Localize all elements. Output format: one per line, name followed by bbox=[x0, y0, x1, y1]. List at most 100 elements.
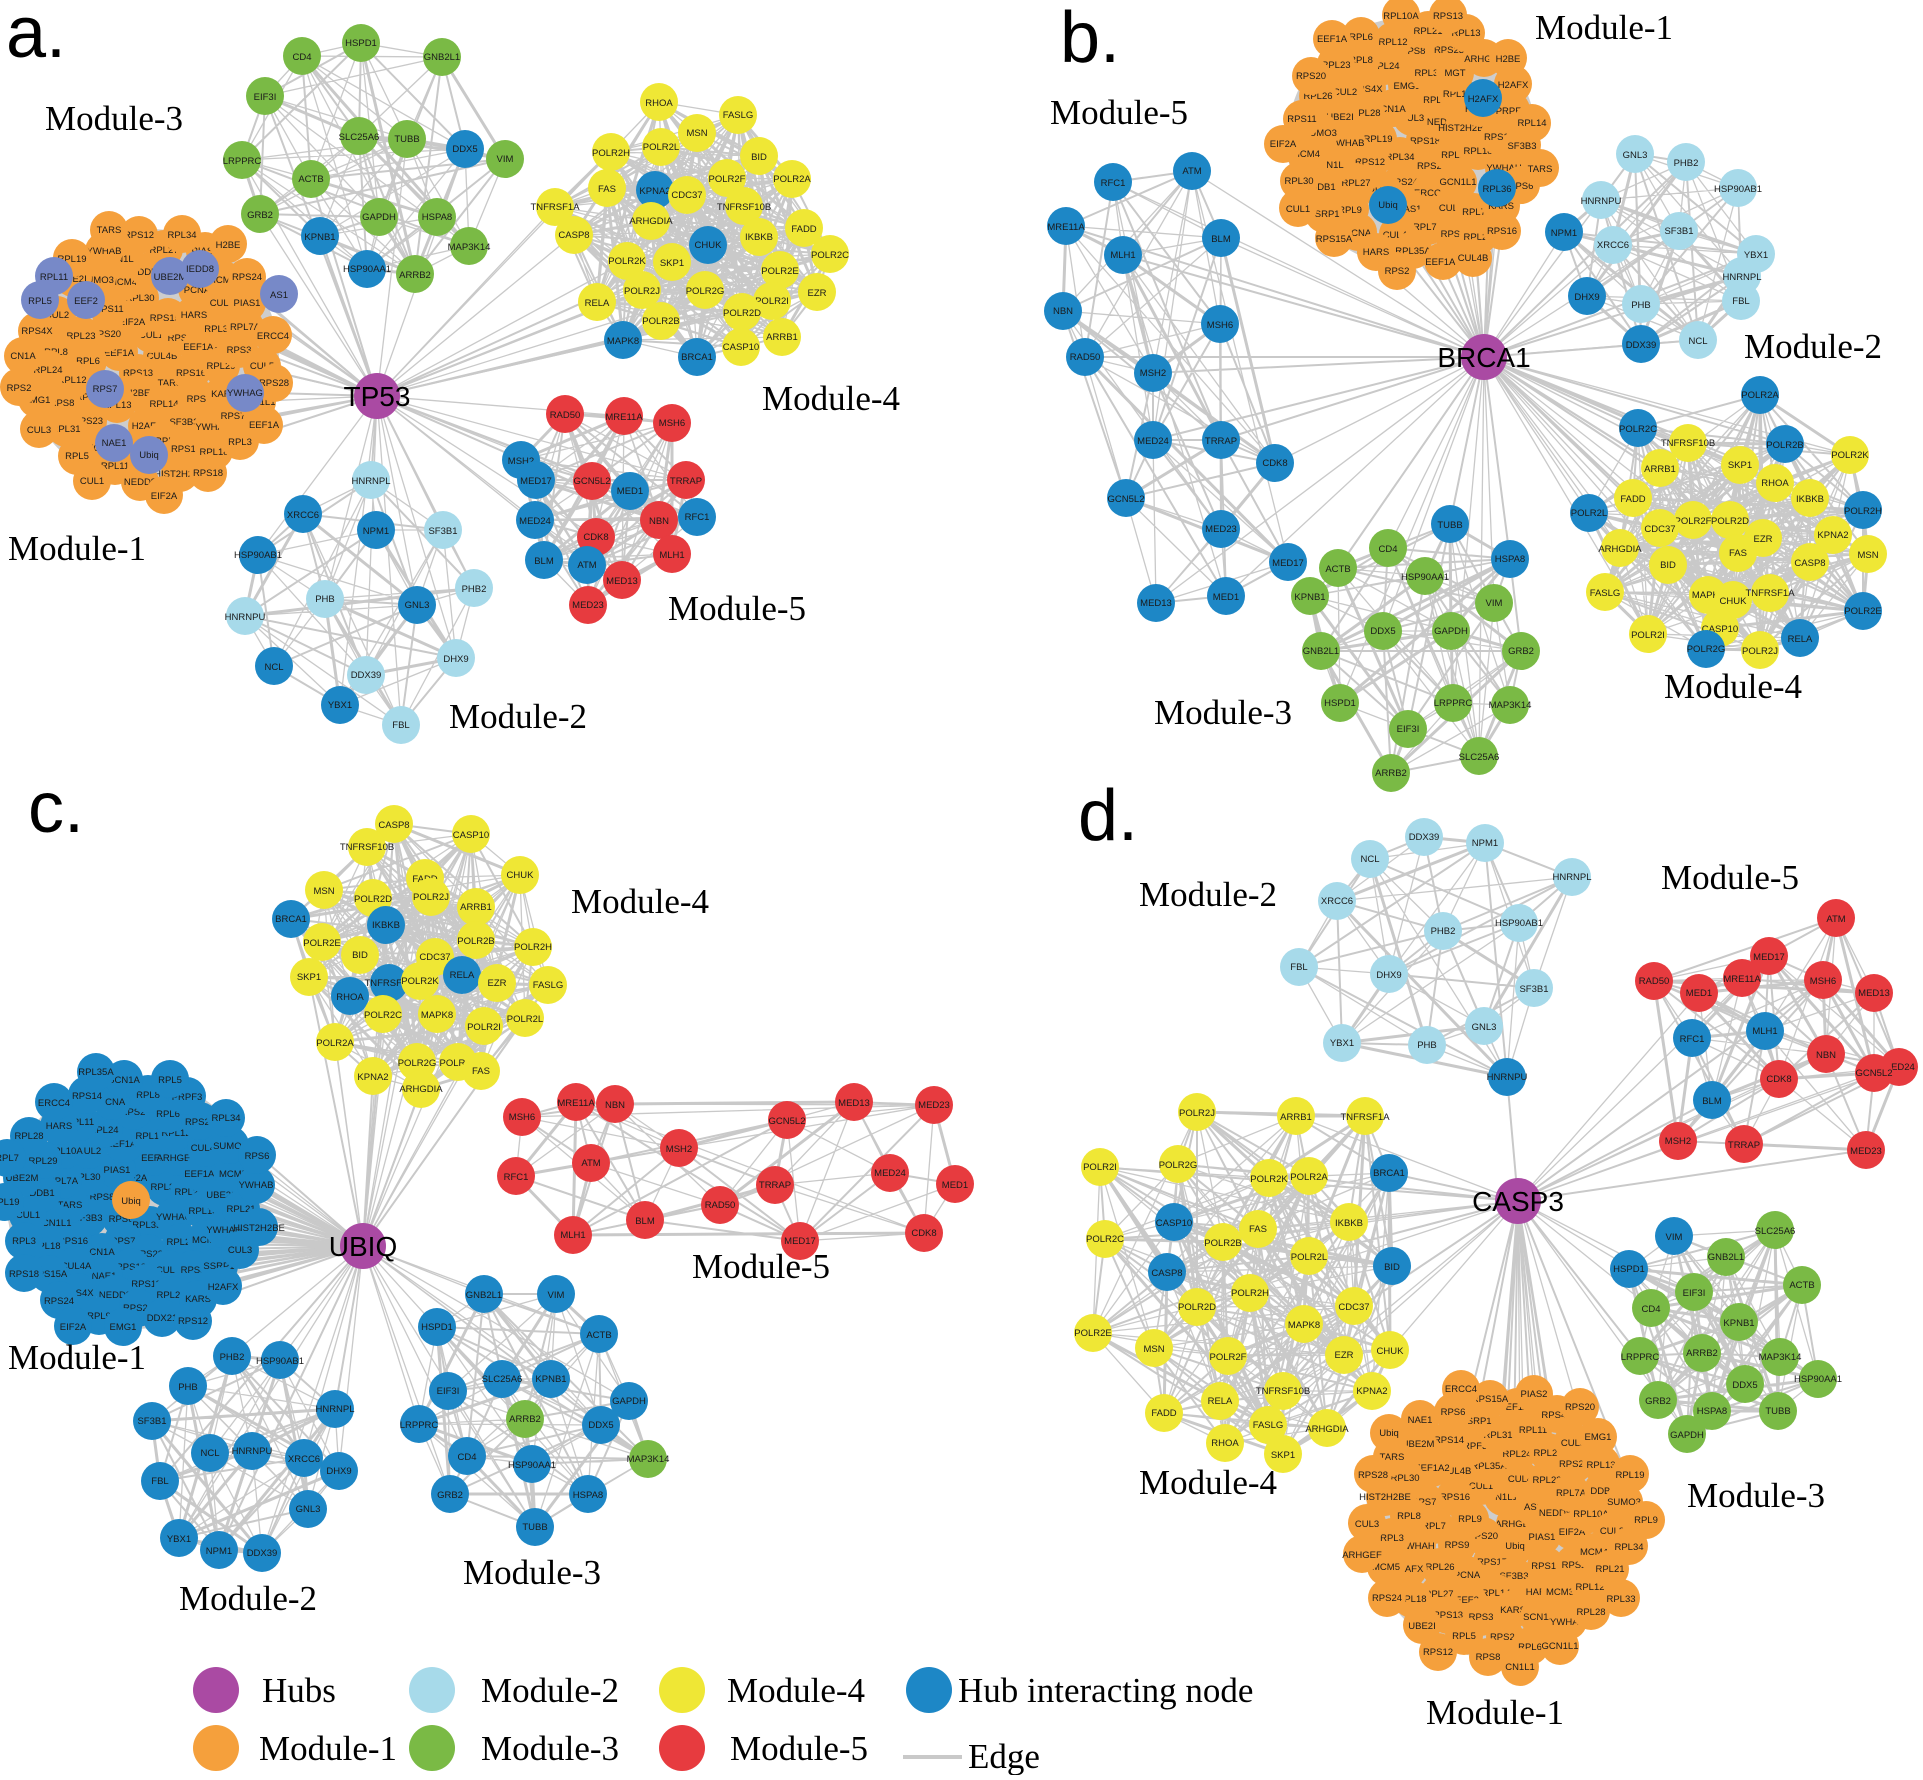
svg-text:RPL28: RPL28 bbox=[1576, 1607, 1605, 1618]
svg-text:GNB2L1: GNB2L1 bbox=[1708, 1252, 1744, 1263]
svg-text:PHB: PHB bbox=[315, 594, 335, 605]
svg-text:NCL: NCL bbox=[200, 1448, 219, 1459]
svg-text:HSPD1: HSPD1 bbox=[345, 38, 377, 49]
svg-text:NBN: NBN bbox=[1053, 306, 1073, 317]
svg-text:MCM5: MCM5 bbox=[208, 275, 236, 286]
svg-text:PHB2: PHB2 bbox=[220, 1352, 245, 1363]
svg-text:HNRNPU: HNRNPU bbox=[232, 1446, 273, 1457]
svg-text:MRE11A: MRE11A bbox=[1047, 222, 1085, 233]
svg-text:RPL28: RPL28 bbox=[1351, 108, 1380, 119]
svg-text:VIM: VIM bbox=[1486, 598, 1503, 609]
svg-text:HIST2H2BE: HIST2H2BE bbox=[233, 1223, 285, 1234]
svg-text:NBN: NBN bbox=[649, 516, 669, 527]
svg-text:TARS: TARS bbox=[1380, 1452, 1405, 1463]
svg-text:CHUK: CHUK bbox=[507, 870, 535, 881]
svg-text:RPS16: RPS16 bbox=[176, 368, 206, 379]
svg-text:MED17: MED17 bbox=[784, 1236, 816, 1247]
svg-text:RPL36: RPL36 bbox=[1482, 184, 1511, 195]
svg-text:RPS14: RPS14 bbox=[1484, 132, 1514, 143]
svg-text:PHB: PHB bbox=[1417, 1040, 1437, 1051]
svg-text:POLR2L: POLR2L bbox=[643, 142, 679, 153]
svg-text:CHUK: CHUK bbox=[1720, 596, 1748, 607]
svg-text:MED24: MED24 bbox=[1883, 1062, 1915, 1073]
svg-text:RPS7: RPS7 bbox=[1412, 1497, 1437, 1508]
svg-text:a.: a. bbox=[6, 0, 66, 73]
svg-text:RPL31: RPL31 bbox=[1414, 68, 1443, 79]
svg-text:YWHAG: YWHAG bbox=[156, 1212, 192, 1223]
svg-text:BID: BID bbox=[1660, 560, 1676, 571]
svg-text:RPL10A: RPL10A bbox=[1383, 11, 1419, 22]
svg-text:POLR2L: POLR2L bbox=[1291, 1252, 1327, 1263]
svg-text:EEF1A: EEF1A bbox=[1317, 34, 1348, 45]
svg-text:ARHGDIA: ARHGDIA bbox=[1305, 1424, 1349, 1435]
svg-text:ARRB2: ARRB2 bbox=[399, 270, 431, 281]
svg-text:CN1L1: CN1L1 bbox=[1488, 1492, 1518, 1503]
svg-text:POLR2B: POLR2B bbox=[457, 936, 495, 947]
svg-text:TRRAP: TRRAP bbox=[759, 1180, 791, 1191]
svg-text:RELA: RELA bbox=[1788, 634, 1813, 645]
svg-text:ATM: ATM bbox=[1826, 914, 1845, 925]
svg-text:TUBB: TUBB bbox=[1437, 520, 1462, 531]
svg-text:MLH1: MLH1 bbox=[560, 1230, 585, 1241]
svg-text:RHOA: RHOA bbox=[645, 98, 673, 109]
svg-text:CN1A: CN1A bbox=[10, 351, 36, 362]
svg-text:GNL3: GNL3 bbox=[405, 600, 430, 611]
svg-text:MED17: MED17 bbox=[1272, 558, 1304, 569]
svg-text:RPL30: RPL30 bbox=[1284, 176, 1313, 187]
svg-text:AS2: AS2 bbox=[1524, 1502, 1542, 1513]
svg-text:MAP3K14: MAP3K14 bbox=[1759, 1352, 1802, 1363]
svg-text:RPS15A: RPS15A bbox=[1472, 1394, 1509, 1405]
svg-text:EZR: EZR bbox=[808, 288, 827, 299]
svg-text:POLR2K: POLR2K bbox=[1250, 1174, 1288, 1185]
svg-text:RPS16: RPS16 bbox=[1487, 226, 1517, 237]
svg-text:MSN: MSN bbox=[1857, 550, 1878, 561]
svg-text:RPS4X: RPS4X bbox=[1351, 84, 1383, 95]
svg-text:MRE11A: MRE11A bbox=[557, 1098, 595, 1109]
svg-text:POLR2D: POLR2D bbox=[1711, 516, 1749, 527]
svg-text:HSPA8: HSPA8 bbox=[422, 212, 452, 223]
svg-text:GRB2: GRB2 bbox=[247, 210, 273, 221]
svg-text:FAS: FAS bbox=[598, 184, 616, 195]
svg-text:POLR2K: POLR2K bbox=[608, 256, 646, 267]
svg-text:YBX1: YBX1 bbox=[167, 1534, 191, 1545]
svg-text:Module-2: Module-2 bbox=[1139, 875, 1277, 914]
svg-text:RPL24: RPL24 bbox=[1502, 1449, 1531, 1460]
svg-text:EEF1A2: EEF1A2 bbox=[106, 1139, 141, 1150]
svg-text:RPS8: RPS8 bbox=[1476, 1652, 1501, 1663]
svg-text:PHB: PHB bbox=[178, 1382, 198, 1393]
svg-text:MAPK8: MAPK8 bbox=[421, 1010, 453, 1021]
svg-text:YWHAH: YWHAH bbox=[1486, 163, 1522, 174]
svg-text:POLR2E: POLR2E bbox=[1844, 606, 1882, 617]
svg-text:RELA: RELA bbox=[450, 970, 475, 981]
svg-text:RPS8: RPS8 bbox=[50, 398, 75, 409]
svg-text:PRPF3: PRPF3 bbox=[1496, 106, 1527, 117]
svg-text:RPL18: RPL18 bbox=[1397, 1594, 1426, 1605]
svg-text:RPL14: RPL14 bbox=[135, 1131, 164, 1142]
svg-text:CHUK: CHUK bbox=[695, 240, 723, 251]
svg-text:POLR2G: POLR2G bbox=[1159, 1160, 1198, 1171]
svg-text:FASLG: FASLG bbox=[533, 980, 564, 991]
svg-text:RPL23: RPL23 bbox=[166, 1237, 195, 1248]
svg-text:MCM4: MCM4 bbox=[1580, 1547, 1608, 1558]
svg-text:CD4: CD4 bbox=[1378, 544, 1397, 555]
svg-text:RPS2: RPS2 bbox=[1562, 1560, 1587, 1571]
svg-text:MLH1: MLH1 bbox=[659, 550, 684, 561]
svg-text:RPL35A: RPL35A bbox=[1471, 1461, 1507, 1472]
svg-text:CD4: CD4 bbox=[457, 1452, 476, 1463]
svg-text:d.: d. bbox=[1078, 776, 1138, 856]
svg-text:MCM5: MCM5 bbox=[1372, 1562, 1400, 1573]
svg-text:ARRB2: ARRB2 bbox=[1686, 1348, 1718, 1359]
svg-text:ERCC4: ERCC4 bbox=[257, 331, 289, 342]
svg-text:POLR2F: POLR2F bbox=[709, 174, 746, 185]
svg-text:RPL27: RPL27 bbox=[1424, 1589, 1453, 1600]
svg-text:GNB2L1: GNB2L1 bbox=[466, 1290, 502, 1301]
svg-text:RPS28: RPS28 bbox=[259, 378, 289, 389]
svg-text:POLR2K: POLR2K bbox=[401, 976, 439, 987]
svg-text:RHOA: RHOA bbox=[1211, 1438, 1239, 1449]
svg-text:YWHAG: YWHAG bbox=[1550, 1617, 1586, 1628]
svg-text:MED13: MED13 bbox=[838, 1098, 870, 1109]
svg-text:Module-1: Module-1 bbox=[1535, 8, 1673, 47]
svg-text:VIM: VIM bbox=[497, 154, 514, 165]
svg-text:MCM4: MCM4 bbox=[192, 1235, 220, 1246]
svg-text:RPL30: RPL30 bbox=[1390, 1473, 1419, 1484]
